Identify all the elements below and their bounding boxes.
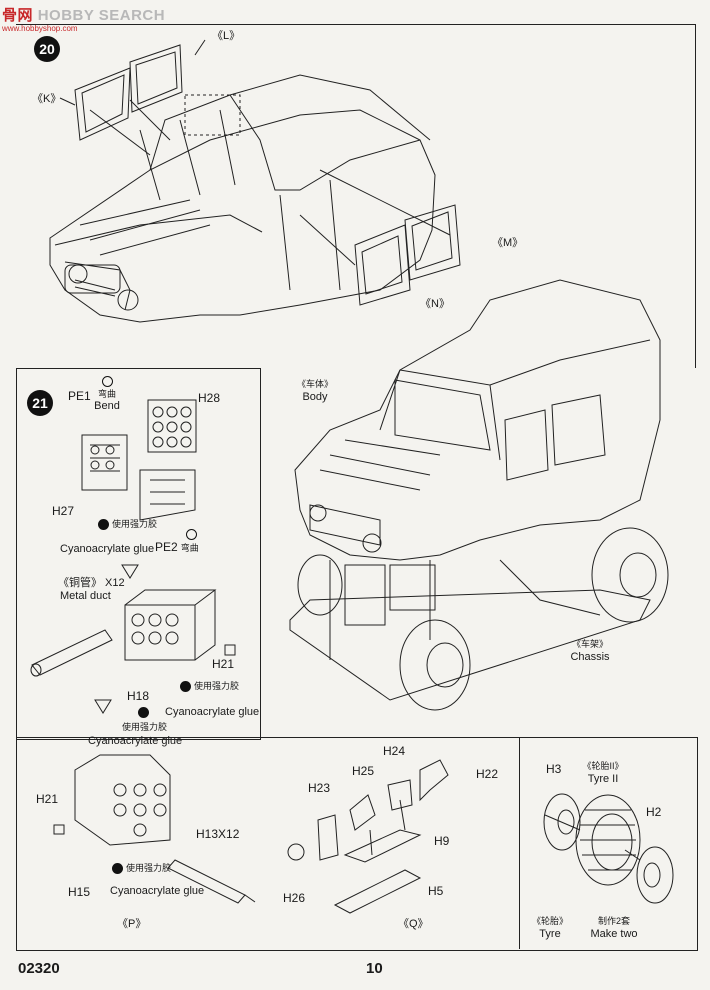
make-en: Make two — [590, 927, 638, 940]
bend2-icon — [186, 528, 198, 540]
duct-en: Metal duct — [60, 590, 111, 602]
h22-label: H22 — [476, 767, 499, 781]
sub-q-label: 《Q》 — [398, 918, 429, 930]
part-l-label: 《L》 — [212, 30, 241, 42]
step21-badge: 21 — [27, 390, 53, 416]
body-chassis-drawing — [289, 279, 669, 711]
top-rule — [16, 24, 696, 25]
part-m-label: 《M》 — [492, 237, 524, 249]
h18-label: H18 — [127, 689, 150, 703]
h15-label: H15 — [68, 885, 91, 899]
tyre-en: Tyre — [539, 927, 561, 940]
chassis-label: 《车架》 Chassis — [560, 638, 620, 663]
bend2-cn: 弯曲 — [180, 542, 199, 553]
step20-badge: 20 — [34, 36, 60, 62]
lower-frame — [16, 737, 698, 951]
tyre2-label: 《轮胎II》 Tyre II — [578, 760, 628, 785]
body-label: 《车体》 Body — [290, 378, 340, 403]
glue4-note: 使用强力胶 — [112, 862, 171, 875]
pe2-label: PE2 — [155, 539, 178, 554]
make-cn: 制作2套 — [597, 916, 630, 926]
h2-label: H2 — [646, 805, 662, 819]
glue2-icon — [180, 680, 191, 692]
tyre-cn: 《轮胎》 — [531, 916, 568, 926]
watermark-brand-cn: 骨网 — [2, 7, 34, 24]
body-en: Body — [302, 390, 328, 403]
glue2-note: 使用强力胶 — [180, 680, 239, 693]
glue2-cn: 使用强力胶 — [194, 681, 240, 691]
right-rule — [695, 24, 696, 368]
glue3-en: Cyanoacrylate glue — [88, 735, 183, 747]
watermark-url: www.hobbyshop.com — [2, 24, 78, 33]
h9-label: H9 — [434, 834, 450, 848]
glue4-en: Cyanoacrylate glue — [110, 885, 205, 897]
product-code: 02320 — [18, 960, 60, 977]
watermark: 骨网 HOBBY SEARCH — [2, 4, 165, 25]
glue1-en: Cyanoacrylate glue — [60, 543, 155, 555]
step21-frame — [16, 368, 261, 740]
h24-label: H24 — [383, 744, 406, 758]
h25-label: H25 — [352, 764, 375, 778]
glue1-note: 使用强力胶 — [98, 518, 157, 531]
bend-icon — [101, 375, 113, 387]
h21b-label: H21 — [36, 792, 59, 806]
h28-label: H28 — [198, 391, 221, 405]
glue-icon — [98, 518, 109, 530]
bend1-cn: 弯曲 — [97, 388, 116, 399]
step21-drawing — [30, 399, 256, 904]
part-k-label: 《K》 — [32, 93, 62, 105]
tyre-drawing — [543, 793, 674, 904]
step-q-drawing — [287, 759, 449, 914]
part-n-label: 《N》 — [420, 298, 450, 310]
glue4-cn: 使用强力胶 — [126, 863, 172, 873]
bend1-note: 弯曲 Bend — [92, 375, 122, 413]
chassis-en: Chassis — [570, 650, 610, 663]
h23-label: H23 — [308, 781, 331, 795]
h13-label: H13X12 — [196, 827, 240, 841]
lower-divider — [519, 737, 520, 949]
glue1-cn: 使用强力胶 — [112, 519, 158, 529]
h21-label: H21 — [212, 657, 235, 671]
h5-label: H5 — [428, 884, 444, 898]
duct-cn: 《铜管》 X12 — [58, 577, 125, 589]
tyre-label: 《轮胎》 Tyre — [530, 915, 570, 940]
sub-p-label: 《P》 — [117, 918, 147, 930]
body-cn: 《车体》 — [296, 379, 333, 389]
h3-label: H3 — [546, 762, 562, 776]
h26-label: H26 — [283, 891, 306, 905]
h27-label: H27 — [52, 504, 75, 518]
chassis-cn: 《车架》 — [571, 639, 608, 649]
make-two-label: 制作2套 Make two — [586, 915, 642, 940]
glue2-en: Cyanoacrylate glue — [165, 706, 260, 718]
bend1-en: Bend — [94, 400, 120, 413]
glue4-icon — [112, 862, 123, 874]
glue3-note — [138, 706, 152, 719]
tyre2-cn: 《轮胎II》 — [582, 761, 624, 771]
watermark-brand-en: HOBBY SEARCH — [37, 7, 166, 24]
glue3-icon — [138, 706, 149, 718]
step20-vehicle-drawing — [49, 39, 461, 323]
tyre2-en: Tyre II — [587, 772, 619, 785]
page-number: 10 — [366, 960, 383, 977]
bend2-note: PE2 弯曲 — [155, 528, 199, 554]
pe1-label: PE1 — [68, 389, 91, 403]
glue3-cn: 使用强力胶 — [122, 722, 168, 732]
